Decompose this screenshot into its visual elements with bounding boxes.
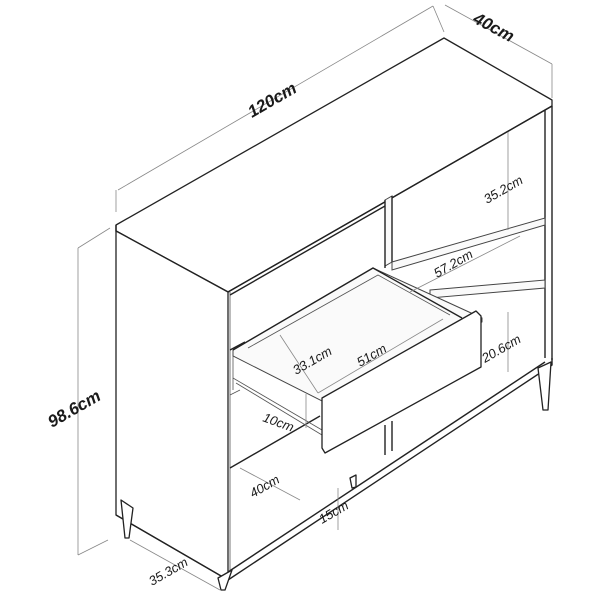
left-side-panel: [115, 230, 229, 581]
cabinet-top: [115, 37, 553, 293]
label-lower-shelf-height: 20.6cm: [478, 331, 523, 366]
label-drawer-height: 10cm: [261, 410, 296, 435]
leg-back-right: [537, 361, 552, 411]
upper-right-shelf: [391, 217, 546, 271]
drawer-front: [321, 310, 482, 454]
center-divider: [384, 195, 393, 267]
label-leg-spacing: 35.3cm: [146, 554, 191, 588]
leg-center: [349, 474, 357, 489]
dimension-lines: [77, 4, 553, 591]
drawer: [232, 267, 483, 454]
label-depth: 40cm: [469, 8, 517, 46]
leg-front-left: [120, 499, 134, 539]
mid-right-shelf: [429, 279, 546, 299]
cabinet-base: [115, 358, 553, 581]
leg-front-right: [217, 569, 233, 591]
label-bottom-compartment-width: 40cm: [247, 472, 282, 501]
label-height: 98.6cm: [45, 386, 104, 431]
label-width: 120cm: [245, 79, 300, 122]
drawer-slide: [232, 377, 323, 431]
label-upper-shelf-height: 35.2cm: [481, 172, 526, 206]
legs: [120, 361, 552, 591]
